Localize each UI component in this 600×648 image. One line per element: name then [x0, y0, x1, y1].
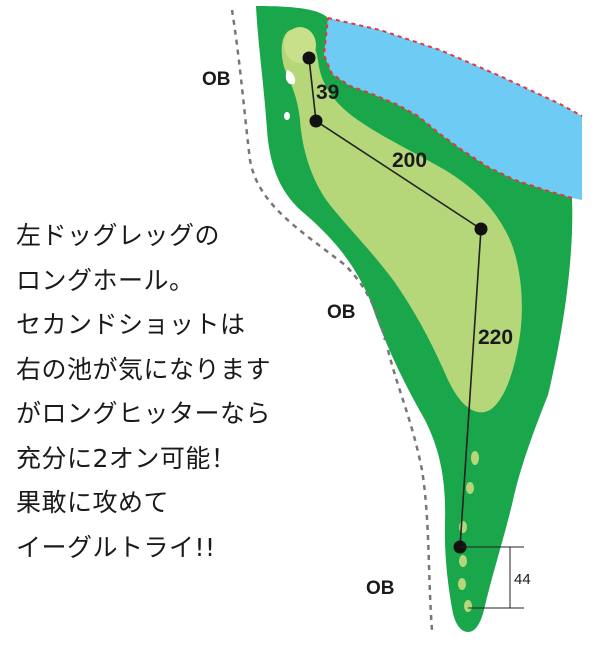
bunker: [284, 112, 290, 120]
tee-box: [459, 555, 467, 567]
description-line: セカンドショットは: [16, 310, 246, 339]
ob-label: OB: [327, 302, 356, 323]
hole-description: 左ドッグレッグの ロングホール。 セカンドショットは 右の池が気になります がロ…: [16, 214, 316, 570]
fairway: [281, 29, 522, 413]
pin-point: [302, 51, 316, 65]
tee-box: [464, 600, 472, 612]
hazard-boundary: [322, 17, 583, 199]
tee-box: [466, 482, 474, 494]
distance-approach: 39: [316, 81, 339, 104]
description-line: がロングヒッターなら: [16, 399, 272, 428]
distance-tee-shot: 220: [478, 326, 513, 349]
water-hazard: [324, 18, 582, 200]
distance-second-shot: 200: [392, 149, 427, 172]
description-line: 右の池が気になります: [16, 354, 272, 384]
distance-tee-spacing: 44: [514, 571, 531, 588]
description-line: 充分に2オン可能！: [16, 443, 237, 473]
ob-line-left-upper: [230, 9, 387, 341]
tee-box: [458, 578, 466, 590]
landing-point-2: [309, 114, 323, 128]
tee-box: [459, 521, 467, 533]
description-line: 左ドッグレッグの: [16, 221, 221, 250]
bunker: [285, 70, 296, 85]
tee-box: [471, 451, 479, 465]
description-line: イーグルトライ!!: [16, 532, 216, 562]
ob-label: OB: [366, 578, 395, 599]
ob-label: OB: [202, 69, 231, 90]
description-line: ロングホール。: [16, 265, 195, 295]
landing-point-1: [474, 222, 488, 236]
shot-route: [308, 57, 482, 548]
ob-line-left-lower: [386, 349, 434, 631]
description-line: 果敢に攻めて: [16, 488, 170, 517]
